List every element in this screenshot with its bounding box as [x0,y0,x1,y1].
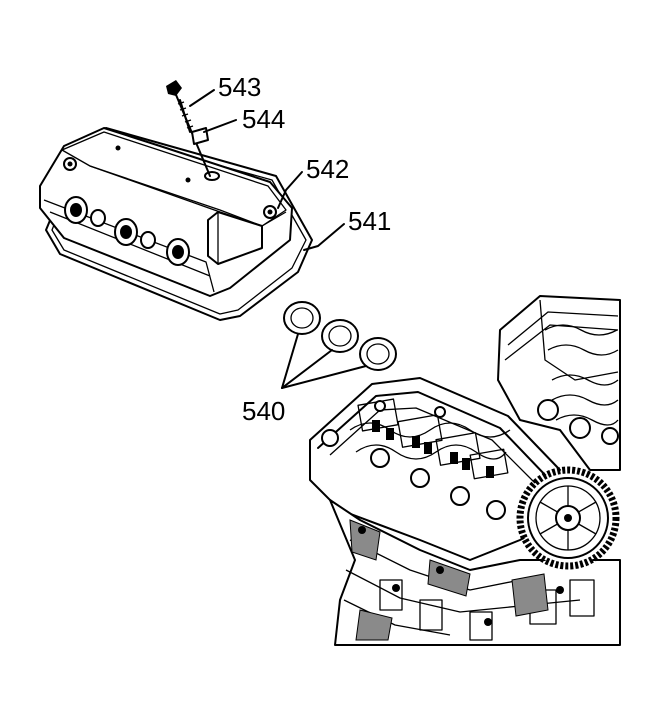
callout-labels: 543 544 542 541 540 [218,72,391,426]
engine-cylinder-head [309,295,621,646]
callout-543: 543 [218,72,261,102]
valve-cover [39,127,313,321]
callout-542: 542 [306,154,349,184]
spark-plug-tube-seals [283,301,397,371]
callout-540: 540 [242,396,285,426]
spark-plug-holes [64,196,190,266]
callout-541: 541 [348,206,391,236]
callout-544: 544 [242,104,285,134]
leader-lines [189,89,367,389]
camshaft-sprocket [516,466,620,570]
